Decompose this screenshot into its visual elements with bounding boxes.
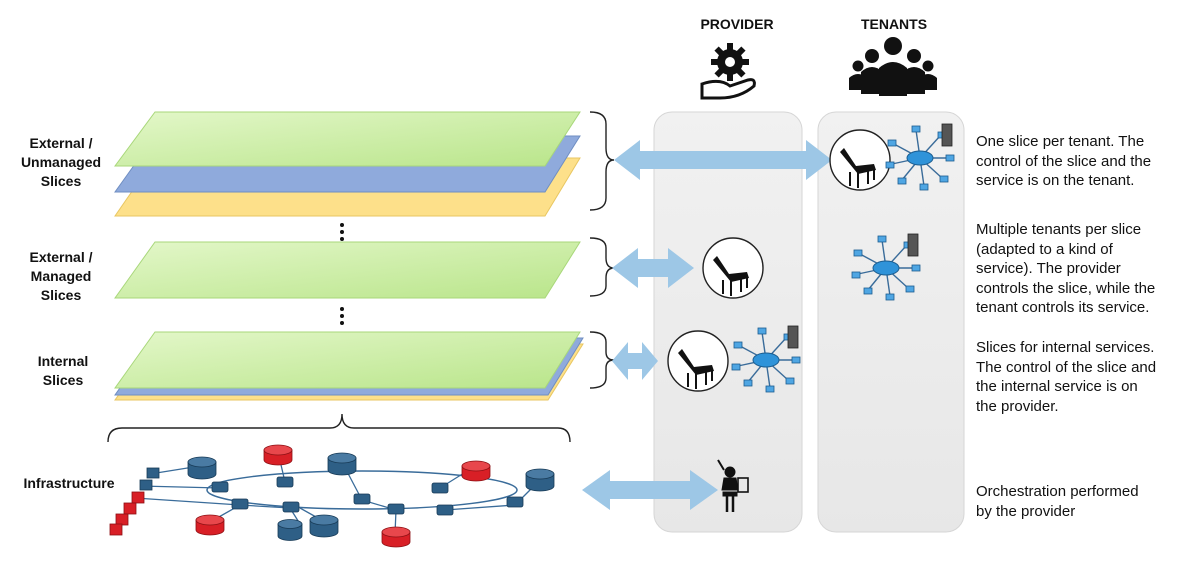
- provider-column: [653, 111, 803, 533]
- provider-header: PROVIDER: [700, 16, 774, 32]
- tenants-header: TENANTS: [860, 16, 928, 32]
- label-external-managed: External / Managed Slices: [29, 249, 93, 303]
- desc-external-managed: Multiple tenants per slice (adapted to a…: [976, 221, 1156, 316]
- arrow-infrastructure: [582, 470, 718, 510]
- people-group-icon: [849, 37, 937, 96]
- label-external-unmanaged: External / Unmanaged Slices: [20, 135, 102, 189]
- puppet-hand-icon-managed: [702, 237, 764, 299]
- arrow-external-managed: [612, 248, 694, 288]
- label-infrastructure: Infrastructure: [23, 475, 115, 491]
- infrastructure-network: [109, 444, 555, 548]
- puppet-hand-icon-tenant: [829, 129, 891, 191]
- network-star-icon-tenant-managed: [851, 233, 921, 301]
- desc-external-unmanaged: One slice per tenant. The control of the…: [976, 133, 1152, 189]
- conductor-icon: [717, 459, 749, 512]
- ellipsis-dots: [340, 223, 344, 325]
- arrow-external-unmanaged: [614, 140, 832, 180]
- arrow-internal: [612, 342, 658, 380]
- slice-stack-internal: [114, 331, 584, 401]
- puppet-hand-icon-internal: [667, 330, 729, 392]
- slice-stack-external-unmanaged: [114, 111, 581, 217]
- label-internal: Internal Slices: [37, 353, 89, 388]
- network-star-icon-provider-internal: [731, 325, 801, 393]
- desc-internal: Slices for internal services. The contro…: [976, 339, 1157, 415]
- gear-hand-icon: [700, 43, 756, 100]
- infrastructure-brace: [107, 413, 571, 443]
- slice-external-managed: [114, 241, 581, 299]
- network-star-icon-tenant-unmanaged: [885, 123, 955, 191]
- tenants-column: [817, 111, 965, 533]
- arrows: [582, 140, 832, 510]
- right-brackets: [589, 111, 615, 389]
- desc-infrastructure: Orchestration performed by the provider: [976, 483, 1139, 520]
